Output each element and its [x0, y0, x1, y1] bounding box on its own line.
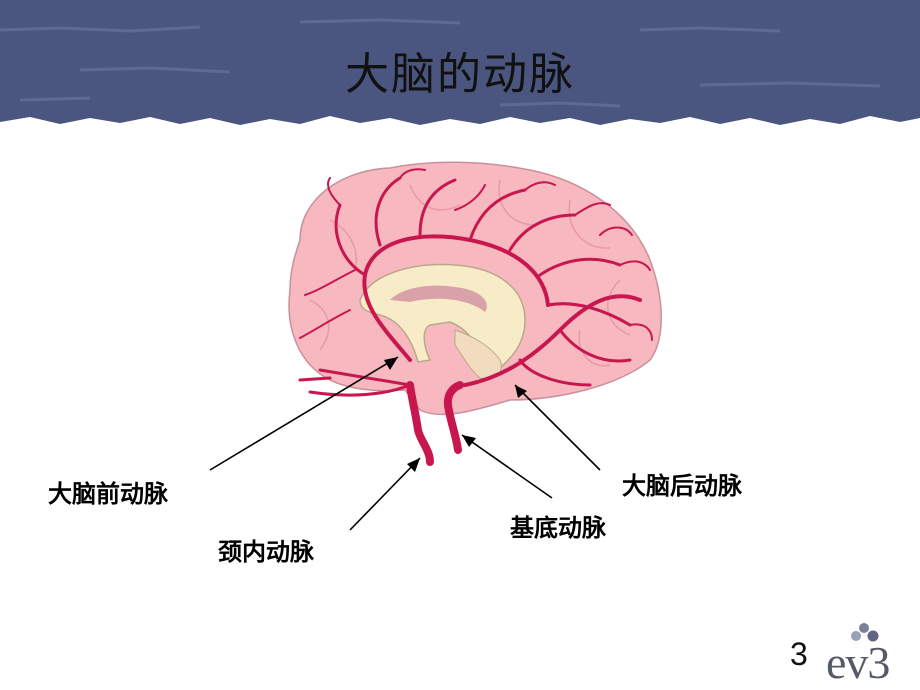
logo-wordmark: ev3 — [826, 637, 890, 688]
internal-carotid-artery-label: 颈内动脉 — [218, 538, 314, 566]
anterior-cerebral-artery — [362, 234, 550, 362]
posterior-pointer — [514, 384, 601, 471]
posterior-cerebral-artery-label: 大脑后动脉 — [622, 472, 742, 500]
basilar-artery — [443, 381, 464, 454]
ev3-logo — [851, 623, 879, 642]
anterior-cerebral-artery-label: 大脑前动脉 — [48, 480, 168, 508]
page-number: 3 — [790, 636, 808, 672]
basilar-artery-label: 基底动脉 — [510, 514, 606, 542]
internal-carotid-artery — [406, 381, 434, 466]
internal-carotid-pointer — [349, 457, 421, 531]
basilar-pointer — [461, 434, 553, 499]
header-banner — [0, 0, 920, 125]
slide-title: 大脑的动脉 — [345, 49, 575, 100]
anterior-pointer — [209, 356, 399, 471]
